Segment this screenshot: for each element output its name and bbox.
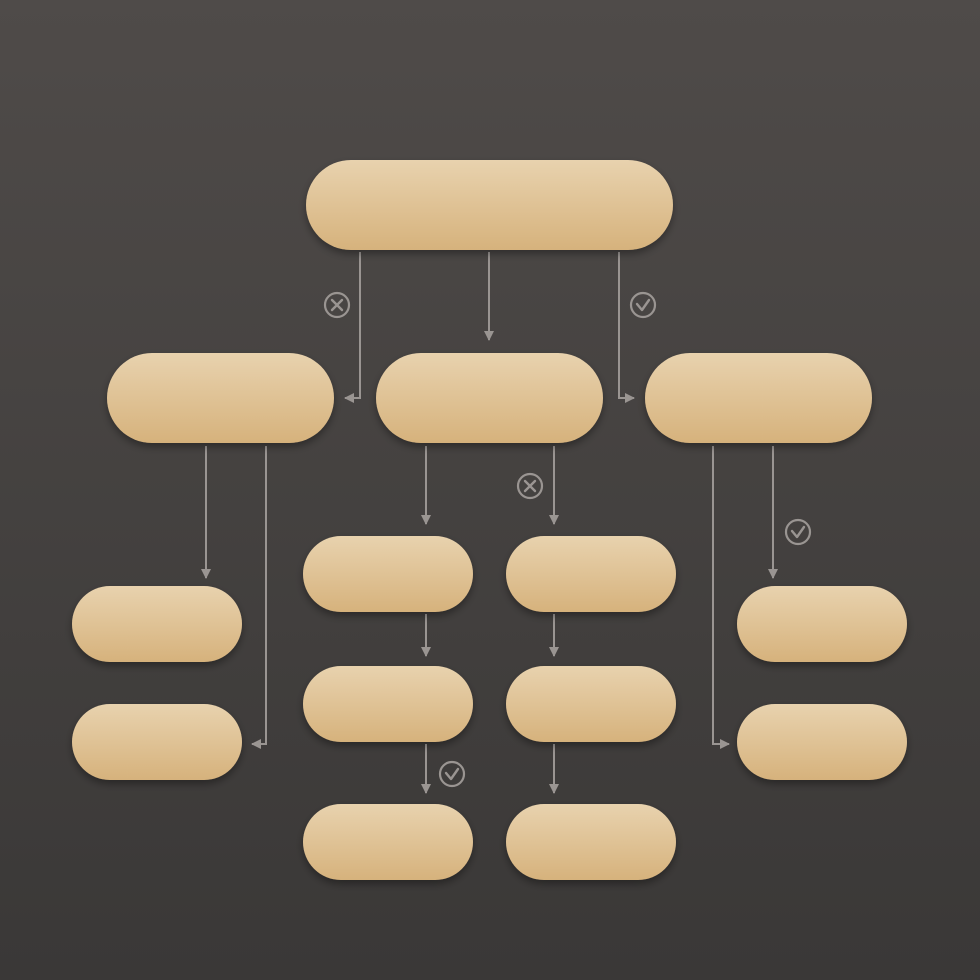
flow-node-root — [306, 160, 673, 250]
flow-node-center-b3 — [506, 804, 676, 880]
check-icon — [784, 518, 812, 546]
flow-node-right — [645, 353, 872, 443]
nodes-layer — [72, 160, 907, 880]
connector-root-to-right — [618, 252, 635, 403]
connectors-layer — [201, 252, 778, 794]
flow-node-left — [107, 353, 334, 443]
connector-left-to-left-b — [251, 446, 267, 749]
flow-node-center-a2 — [303, 666, 473, 742]
check-icon — [629, 291, 657, 319]
check-icon — [438, 760, 466, 788]
connector-right-to-right-b — [712, 446, 730, 749]
cross-icon — [516, 472, 544, 500]
flow-node-right-b — [737, 704, 907, 780]
flow-node-center-a3 — [303, 804, 473, 880]
flow-node-left-a — [72, 586, 242, 662]
flow-node-left-b — [72, 704, 242, 780]
connector-root-to-left — [344, 252, 361, 403]
flow-node-right-a — [737, 586, 907, 662]
flow-node-center — [376, 353, 603, 443]
cross-icon — [323, 291, 351, 319]
flow-node-center-b1 — [506, 536, 676, 612]
flow-node-center-a1 — [303, 536, 473, 612]
flow-node-center-b2 — [506, 666, 676, 742]
markers-layer — [323, 291, 812, 788]
